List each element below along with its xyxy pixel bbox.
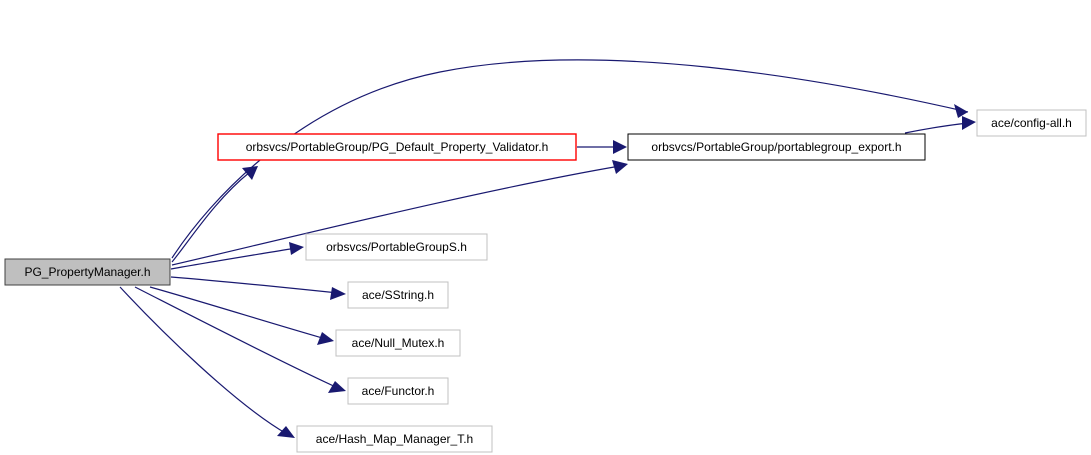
edge-line [149, 286, 327, 340]
graph-edge-pg_default_validator-to-portablegroup_export [577, 140, 627, 154]
graph-edge-root-to-pg_default_validator [171, 166, 258, 263]
node-box[interactable] [347, 281, 449, 309]
edge-line [170, 276, 339, 294]
node-box[interactable] [305, 233, 488, 261]
node-box[interactable] [976, 109, 1087, 137]
arrowhead-icon [317, 332, 334, 345]
arrowhead-icon [962, 116, 976, 130]
arrowhead-icon [954, 104, 968, 118]
node-label: ace/Null_Mutex.h [352, 336, 445, 350]
graph-node-sstring[interactable]: ace/SString.h [347, 281, 449, 309]
node-label: PG_PropertyManager.h [24, 265, 150, 279]
edge-line [171, 165, 621, 266]
graph-edge-root-to-portablegroups [170, 242, 304, 270]
graph-node-portablegroups[interactable]: orbsvcs/PortableGroupS.h [305, 233, 488, 261]
node-layer: PG_PropertyManager.h orbsvcs/PortableGrou… [4, 109, 1087, 453]
graph-node-portablegroup_export[interactable]: orbsvcs/PortableGroup/portablegroup_expo… [627, 133, 926, 161]
node-box[interactable] [296, 425, 493, 453]
arrowhead-icon [328, 381, 346, 393]
node-label: ace/Hash_Map_Manager_T.h [316, 432, 473, 446]
graph-node-functor[interactable]: ace/Functor.h [347, 377, 449, 405]
edge-line [119, 286, 288, 435]
graph-node-hash_map_manager[interactable]: ace/Hash_Map_Manager_T.h [296, 425, 493, 453]
graph-node-root[interactable]: PG_PropertyManager.h [4, 258, 171, 286]
node-label: orbsvcs/PortableGroupS.h [326, 240, 467, 254]
node-box[interactable] [627, 133, 926, 161]
graph-edge-root-to-hash_map_manager [119, 286, 295, 438]
graph-edge-root-to-sstring [170, 276, 346, 300]
graph-node-config_all[interactable]: ace/config-all.h [976, 109, 1087, 137]
arrowhead-icon [277, 426, 295, 438]
arrowhead-icon [289, 242, 304, 255]
graph-node-pg_default_validator[interactable]: orbsvcs/PortableGroup/PG_Default_Propert… [217, 133, 577, 161]
graph-edge-root-to-portablegroup_export [171, 160, 628, 266]
node-label: ace/Functor.h [362, 384, 435, 398]
edge-line [170, 247, 297, 270]
edge-line [134, 286, 339, 389]
node-box[interactable] [217, 133, 577, 161]
node-label: orbsvcs/PortableGroup/portablegroup_expo… [651, 140, 901, 154]
graph-edge-root-to-config_all [171, 59, 969, 259]
edge-layer [119, 59, 976, 438]
node-label: ace/SString.h [362, 288, 434, 302]
arrowhead-icon [242, 166, 258, 180]
graph-edge-portablegroup_export-to-config_all [904, 116, 976, 134]
node-label: ace/config-all.h [991, 116, 1072, 130]
graph-edge-root-to-functor [134, 286, 346, 393]
node-box[interactable] [4, 258, 171, 286]
graph-edge-root-to-null_mutex [149, 286, 334, 345]
arrowhead-icon [613, 140, 627, 154]
arrowhead-icon [330, 287, 346, 300]
graph-node-null_mutex[interactable]: ace/Null_Mutex.h [335, 329, 461, 357]
edge-line [904, 122, 969, 134]
edge-line [171, 171, 251, 263]
node-box[interactable] [335, 329, 461, 357]
arrowhead-icon [612, 160, 628, 174]
node-label: orbsvcs/PortableGroup/PG_Default_Propert… [246, 140, 549, 154]
edge-line [171, 59, 969, 259]
node-box[interactable] [347, 377, 449, 405]
